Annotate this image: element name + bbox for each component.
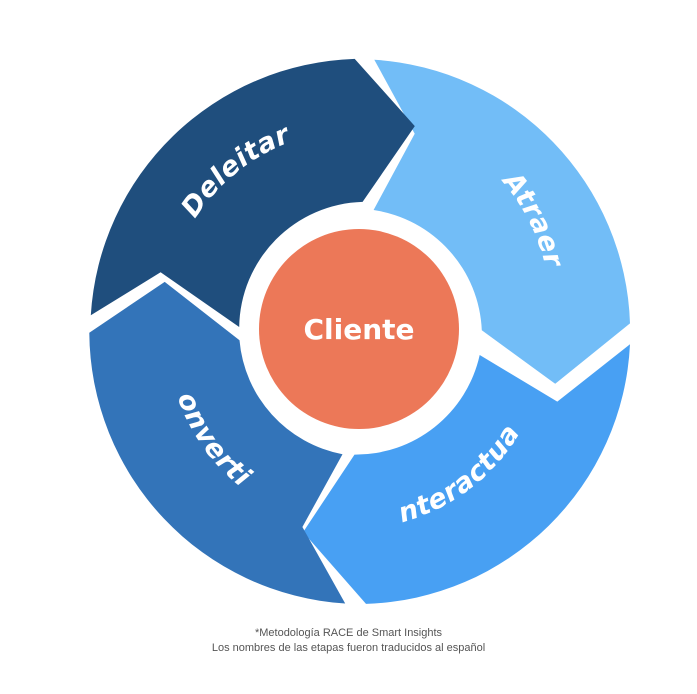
segment-deleitar [90, 58, 415, 328]
center-label: Cliente [303, 313, 414, 346]
segment-convertir [89, 281, 346, 604]
footnote-translation-note: Los nombres de las etapas fueron traduci… [211, 642, 486, 654]
segment-atraer [373, 59, 630, 384]
center-circle [259, 229, 459, 429]
segment-interactuar [303, 344, 630, 604]
footnote-source: *Metodología RACE de Smart Insights [254, 627, 443, 639]
